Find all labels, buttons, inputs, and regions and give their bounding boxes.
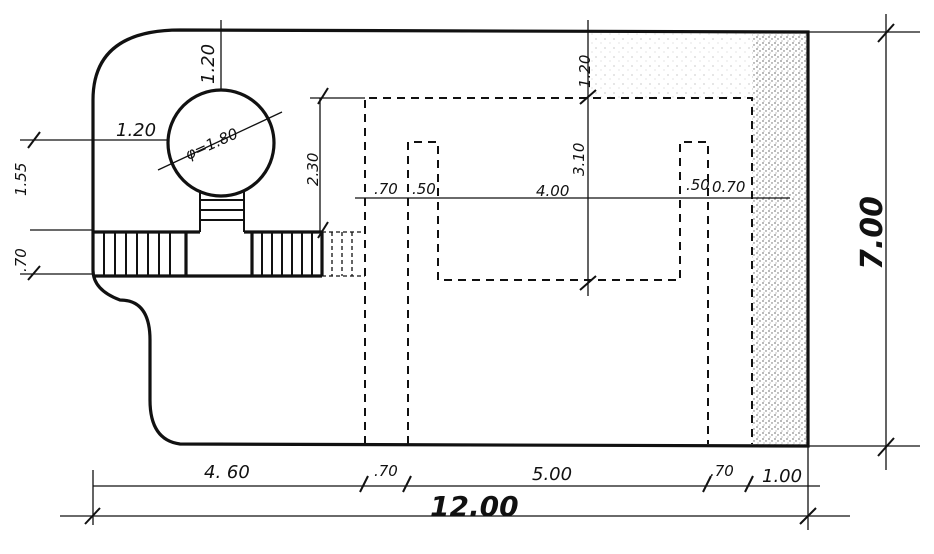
label-gap-a: .70	[374, 180, 398, 198]
circle-diameter-line	[157, 111, 283, 171]
label-inner-depth: 3.10	[570, 143, 588, 176]
site-outline	[91, 28, 810, 448]
label-bottom-gap-left: .70	[374, 462, 398, 480]
dim-inner-slash-2	[317, 221, 329, 239]
dim-bottom-slash-3	[702, 475, 712, 493]
hatched-strip-top	[590, 32, 752, 98]
terrace-slats-left	[103, 232, 171, 276]
label-circle-diameter: φ=1.80	[182, 124, 240, 163]
label-left-offset: 1.20	[116, 120, 156, 141]
label-gap-c: .50	[686, 176, 710, 194]
dim-inner-slash-1	[317, 87, 329, 105]
dim-slash-bottom	[877, 437, 895, 457]
label-inner-width: 4.00	[536, 182, 569, 200]
label-bottom-middle: 5.00	[532, 464, 572, 485]
dim-slash-right	[799, 507, 817, 525]
dim-slash-top	[877, 23, 895, 43]
label-gap-b: .50	[412, 180, 436, 198]
stairs	[199, 190, 245, 232]
dim-bottom-slash-2	[402, 475, 412, 493]
terrace-band	[93, 230, 324, 278]
dim-slash-left	[84, 507, 101, 525]
hatched-strip-right	[752, 32, 808, 446]
terrace-slats-right	[261, 232, 313, 276]
label-left-side-upper: 1.55	[12, 163, 30, 196]
label-total-height: 7.00	[855, 196, 890, 270]
label-total-width: 12.00	[430, 490, 519, 523]
dim-slash-left-2	[27, 265, 41, 281]
label-left-side-lower: .70	[12, 248, 30, 272]
label-bottom-gap-right: .70	[710, 462, 734, 480]
dim-slash-left-1	[27, 131, 41, 149]
dashed-building-inner	[407, 141, 709, 444]
label-top-offset: 1.20	[198, 44, 219, 84]
label-bottom-left: 4. 60	[204, 462, 250, 483]
dashed-building-outer	[364, 97, 753, 444]
dim-inner-slash-3	[579, 89, 597, 105]
label-inner-top-gap: 1.20	[576, 55, 594, 88]
dim-bottom-slash-4	[744, 475, 754, 493]
terrace-dashed-slats	[322, 231, 365, 277]
dim-bottom-slash-1	[359, 475, 369, 493]
label-inner-left-height: 2.30	[304, 153, 322, 186]
label-bottom-right: 1.00	[762, 466, 802, 487]
dim-inner-slash-4	[579, 275, 597, 291]
label-gap-d: 0.70	[712, 178, 745, 196]
